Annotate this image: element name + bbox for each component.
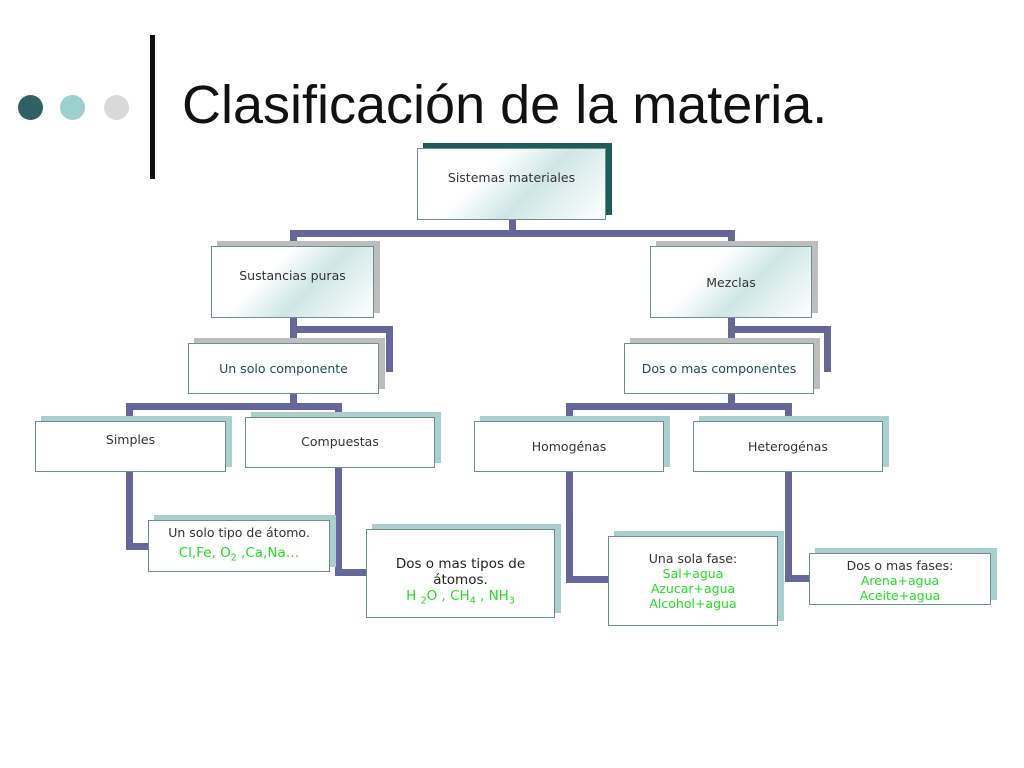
node-example: Aceite+agua — [859, 588, 941, 603]
node-description: Un solo tipo de átomo. — [168, 525, 310, 540]
connector — [126, 543, 150, 550]
node-homogeneas: Homogénas — [474, 416, 670, 472]
node-un-solo-componente: Un solo componente — [188, 338, 385, 394]
node-label: Mezclas — [706, 274, 756, 290]
node-label: Sustancias puras — [239, 267, 346, 283]
connector — [335, 403, 342, 417]
connector — [386, 326, 393, 372]
node-homogeneas-detail: Una sola fase: Sal+agua Azucar+agua Alco… — [608, 531, 784, 626]
title-divider — [150, 35, 155, 179]
node-label: Un solo componente — [219, 361, 348, 376]
connector — [728, 230, 735, 246]
page-title: Clasificación de la materia. — [182, 75, 828, 135]
node-examples: H 2O , CH4 , NH3 — [406, 588, 515, 607]
node-heterogeneas-detail: Dos o mas fases: Arena+agua Aceite+agua — [809, 548, 997, 605]
node-sustancias-puras: Sustancias puras — [211, 241, 380, 318]
connector — [566, 576, 609, 583]
connector — [566, 470, 573, 583]
connector — [728, 326, 831, 333]
node-sistemas-materiales: Sistemas materiales — [417, 143, 612, 220]
node-examples: Cl,Fe, O2 ,Ca,Na… — [178, 545, 300, 564]
node-label: Homogénas — [531, 439, 607, 454]
node-example: Arena+agua — [860, 573, 940, 588]
decor-dot-mid — [60, 95, 85, 120]
connector — [785, 575, 810, 582]
connector — [566, 403, 573, 421]
connector — [290, 230, 297, 246]
connector — [335, 466, 342, 576]
connector — [126, 403, 133, 421]
connector — [290, 394, 297, 408]
node-compuestas-detail: Dos o mas tipos de átomos. H 2O , CH4 , … — [366, 524, 561, 618]
connector — [290, 230, 735, 237]
connector — [335, 569, 367, 576]
node-example: Alcohol+agua — [649, 596, 737, 611]
decor-dot-light — [104, 95, 129, 120]
connector — [126, 403, 342, 410]
node-dos-o-mas-componentes: Dos o mas componentes — [624, 338, 820, 394]
decor-dot-dark — [18, 95, 43, 120]
node-label: Heterogénas — [748, 439, 828, 454]
node-label: Sistemas materiales — [447, 169, 576, 185]
connector — [728, 394, 735, 408]
connector — [785, 403, 792, 421]
node-description: Dos o mas tipos de átomos. — [395, 556, 526, 588]
node-example: Sal+agua — [662, 566, 724, 581]
node-mezclas: Mezclas — [650, 241, 818, 318]
node-label: Compuestas — [301, 433, 379, 449]
node-label: Dos o mas componentes — [641, 361, 797, 376]
connector — [509, 220, 516, 234]
node-description: Una sola fase: — [648, 551, 738, 566]
node-description: Dos o mas fases: — [846, 558, 954, 573]
connector — [824, 326, 831, 372]
node-simples: Simples — [35, 416, 232, 472]
node-label: Simples — [105, 432, 156, 447]
connector — [290, 326, 393, 333]
node-simples-detail: Un solo tipo de átomo. Cl,Fe, O2 ,Ca,Na… — [148, 515, 336, 572]
connector — [566, 403, 792, 410]
node-compuestas: Compuestas — [245, 412, 441, 468]
connector — [126, 470, 133, 550]
connector — [785, 470, 792, 582]
node-heterogeneas: Heterogénas — [693, 416, 889, 472]
node-example: Azucar+agua — [650, 581, 736, 596]
